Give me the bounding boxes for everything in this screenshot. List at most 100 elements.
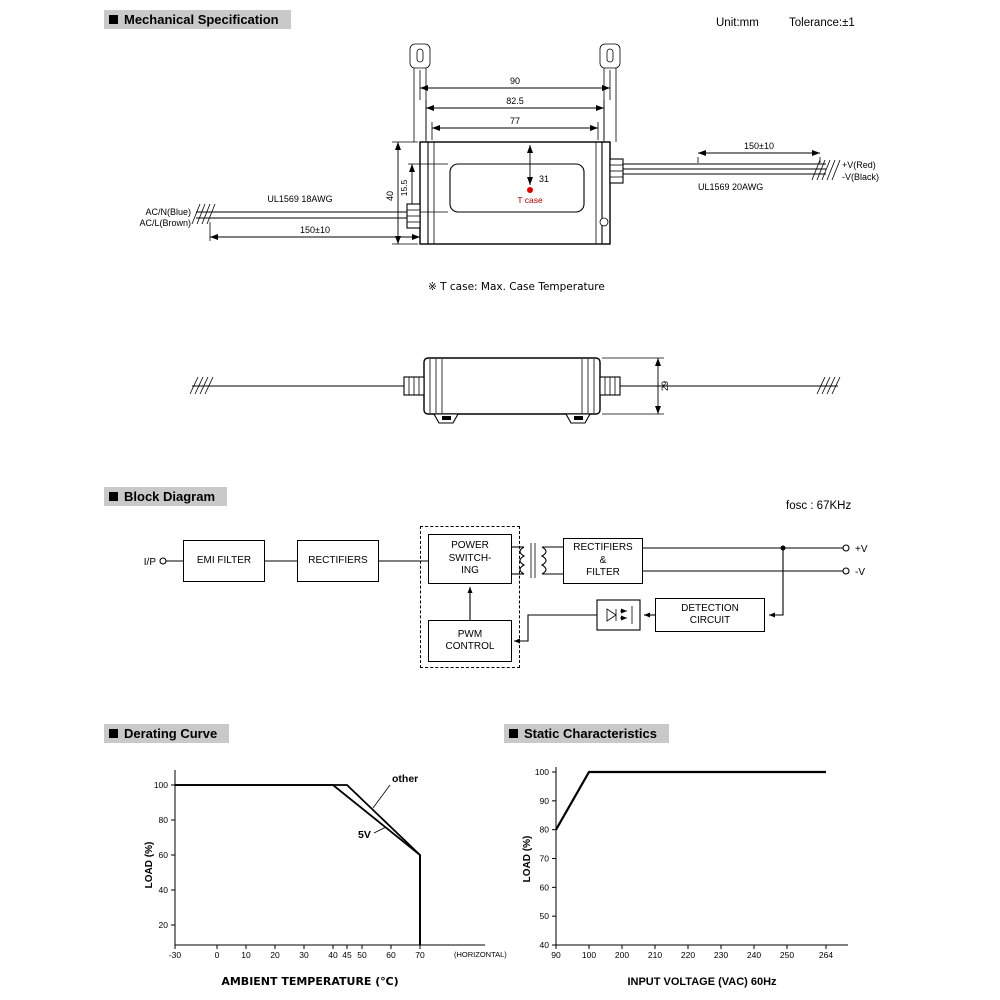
wire-end-hatch-side-right xyxy=(816,376,841,395)
derating-ylabel: LOAD (%) xyxy=(144,842,155,889)
y-tick-label: 100 xyxy=(535,767,549,777)
section-title-text: Static Characteristics xyxy=(524,726,657,741)
wire-end-hatch-right xyxy=(811,159,841,181)
y-tick-label: 60 xyxy=(540,882,550,892)
dim-29: 29 xyxy=(602,357,670,415)
section-title-derating: Derating Curve xyxy=(104,724,230,743)
dim-40-label: 40 xyxy=(385,191,395,201)
dim-31-label: 31 xyxy=(539,174,549,184)
section-bullet-icon xyxy=(109,492,118,501)
y-tick-label: 40 xyxy=(540,940,550,950)
x-tick-label: 100 xyxy=(582,950,596,960)
side-view xyxy=(189,357,841,424)
output-wire-type-label: UL1569 20AWG xyxy=(698,182,763,192)
pointer-line-5v xyxy=(373,826,387,834)
dim-150-left-label: 150±10 xyxy=(300,225,330,235)
x-tick-label: 250 xyxy=(780,950,794,960)
section-title-mechanical: Mechanical Specification xyxy=(104,10,291,29)
tcase-label: T case xyxy=(517,195,543,205)
x-tick-label: 240 xyxy=(747,950,761,960)
acn-wire-label: AC/N(Blue) xyxy=(145,207,191,217)
derating-label-5v: 5V xyxy=(358,829,371,841)
dim-90: 90 xyxy=(419,70,611,100)
y-tick-label: 90 xyxy=(540,796,550,806)
x-tick-label: 20 xyxy=(270,950,280,960)
strain-relief-right xyxy=(599,376,621,396)
y-tick-label: 80 xyxy=(159,815,169,825)
vplus-output-label: +V xyxy=(855,544,868,555)
vplus-terminal xyxy=(842,544,850,552)
acl-wire-label: AC/L(Brown) xyxy=(139,218,191,228)
feedback-line xyxy=(769,548,784,618)
vminus-output-label: -V xyxy=(855,567,865,578)
series-load xyxy=(555,770,826,831)
strain-relief-left xyxy=(403,376,425,396)
mounting-foot-right xyxy=(565,413,591,424)
optocoupler-symbol xyxy=(596,599,641,631)
mounting-ear-left xyxy=(409,43,431,142)
x-tick-label: 0 xyxy=(215,950,220,960)
section-title-text: Block Diagram xyxy=(124,489,216,504)
x-tick-label: 40 xyxy=(328,950,338,960)
fosc-label: fosc : 67KHz xyxy=(786,500,852,512)
mechanical-drawing: 90 82.5 77 40 xyxy=(139,43,879,424)
block-rectifiers-filter: RECTIFIERS & FILTER xyxy=(563,538,643,584)
block-emi-filter: EMI FILTER xyxy=(183,540,265,582)
block-detection-circuit: DETECTION CIRCUIT xyxy=(655,598,765,632)
y-tick-label: 70 xyxy=(540,853,550,863)
y-tick-label: 40 xyxy=(159,885,169,895)
unit-label: Unit:mm xyxy=(716,17,759,29)
dim-40: 40 xyxy=(385,141,418,245)
dim-150-right: 150±10 xyxy=(697,141,821,163)
tolerance-label: Tolerance:±1 xyxy=(789,17,855,29)
dim-77: 77 xyxy=(431,116,599,140)
x-tick-label: 264 xyxy=(819,950,833,960)
y-tick-label: 100 xyxy=(154,780,168,790)
x-tick-label: 50 xyxy=(357,950,367,960)
tcase-note: ※ T case: Max. Case Temperature xyxy=(428,281,605,293)
section-bullet-icon xyxy=(509,729,518,738)
series-5V xyxy=(175,784,421,945)
x-tick-label: 220 xyxy=(681,950,695,960)
x-tick-label: 200 xyxy=(615,950,629,960)
x-tick-label: 70 xyxy=(415,950,425,960)
dim-150-left: 150±10 xyxy=(209,222,420,241)
static-ylabel: LOAD (%) xyxy=(522,836,533,883)
input-terminal-label: I/P xyxy=(144,557,157,568)
input-wire-type-label: UL1569 18AWG xyxy=(267,194,332,204)
isolation-dashed-box xyxy=(420,526,520,668)
x-tick-label: 45 xyxy=(342,950,352,960)
block-diagram-wiring: I/P +V -V xyxy=(144,543,868,644)
derating-x-suffix: (HORIZONTAL) xyxy=(454,950,507,959)
dim-90-label: 90 xyxy=(510,76,520,86)
enclosure-side-view xyxy=(423,357,601,415)
tcase-point xyxy=(527,187,533,193)
pointer-line-other xyxy=(372,784,391,809)
static-xlabel: INPUT VOLTAGE (VAC) 60Hz xyxy=(627,976,777,988)
section-title-text: Derating Curve xyxy=(124,726,218,741)
enclosure-top-view xyxy=(419,141,611,245)
x-tick-label: 10 xyxy=(241,950,251,960)
transformer-symbol xyxy=(512,543,563,578)
wire-end-hatch-side-left xyxy=(189,376,214,395)
block-power-switching: POWER SWITCH- ING xyxy=(428,534,512,584)
vplus-wire-label: +V(Red) xyxy=(842,160,876,170)
derating-xlabel: AMBIENT TEMPERATURE (℃) xyxy=(221,975,398,988)
series-other xyxy=(175,784,421,945)
section-bullet-icon xyxy=(109,729,118,738)
dim-82-5: 82.5 xyxy=(425,96,605,140)
x-tick-label: 60 xyxy=(386,950,396,960)
dim-82-5-label: 82.5 xyxy=(506,96,524,106)
input-terminal xyxy=(159,557,167,565)
dim-29-label: 29 xyxy=(660,381,670,391)
dim-150-right-label: 150±10 xyxy=(744,141,774,151)
dim-77-label: 77 xyxy=(510,116,520,126)
mounting-ear-right xyxy=(599,43,621,142)
derating-chart: LOAD (%) AMBIENT TEMPERATURE (℃) (HORIZO… xyxy=(144,770,507,988)
y-tick-label: 20 xyxy=(159,920,169,930)
section-title-text: Mechanical Specification xyxy=(124,12,279,27)
wire-end-hatch-left xyxy=(191,203,216,225)
mounting-foot-left xyxy=(433,413,459,424)
x-tick-label: 90 xyxy=(551,950,561,960)
